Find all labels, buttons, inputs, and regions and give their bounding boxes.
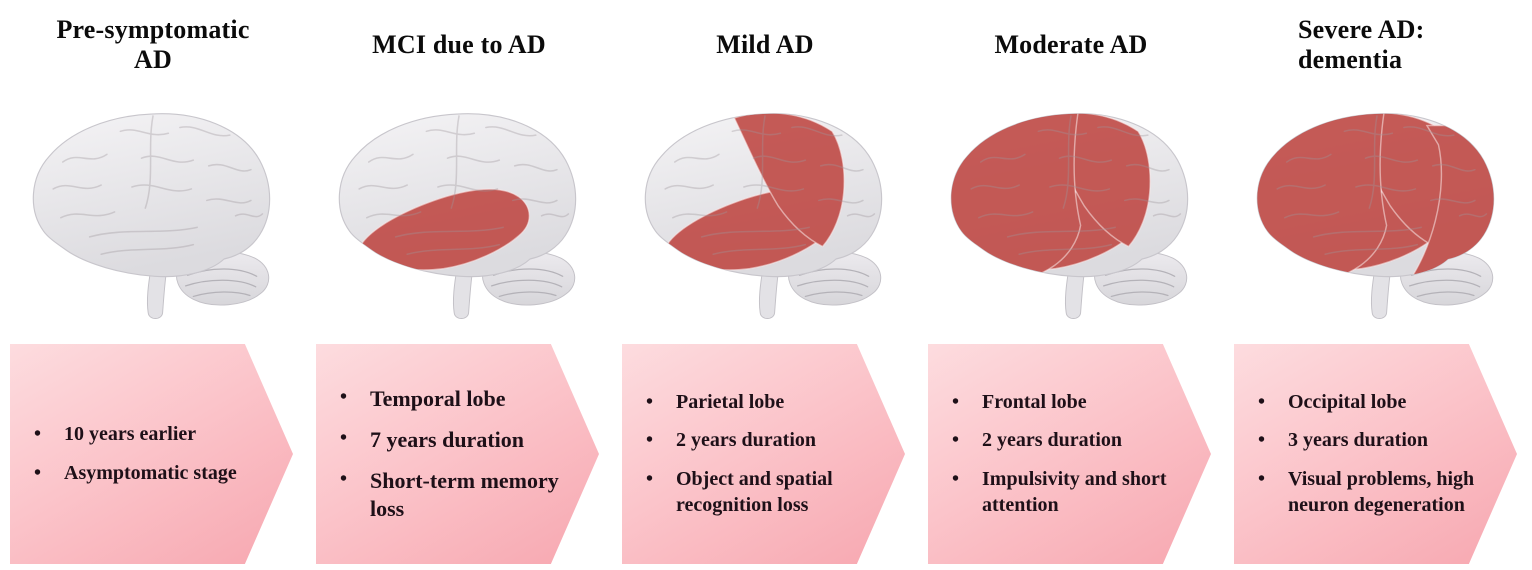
bullet-text: Frontal lobe [982,390,1087,413]
bullet-item: • Impulsivity and short attention [952,467,1179,518]
stage-title: MCI due to AD [372,29,546,59]
bullet-text: Asymptomatic stage [64,461,237,484]
brain-illustration-severe [1233,91,1521,331]
bullet-dot: • [646,429,654,452]
bullet-text: Object and spatial recognition loss [676,468,833,516]
bullet-list: • Occipital lobe • 3 years duration • Visua… [1258,377,1485,531]
brain-wrap [0,90,306,332]
bullet-list: • Temporal lobe • 7 years duration • Short-… [340,372,567,537]
brain-wrap [918,90,1224,332]
stage-title: Severe AD: dementia [1298,14,1425,74]
bullet-dot: • [952,468,960,490]
bullet-text: 10 years earlier [64,422,197,445]
stage-arrow: • Parietal lobe • 2 years duration • Object… [622,344,905,564]
brain-wrap [612,90,918,332]
stage-title: Mild AD [716,29,814,59]
bullet-item: • Occipital lobe [1258,390,1485,416]
bullet-dot: • [1258,390,1266,413]
bullet-text: Short-term memory loss [370,468,559,522]
bullet-text: Visual problems, high neuron degeneratio… [1288,468,1475,516]
stage-column-moderate: Moderate AD • Frontal lobe • 2 years durat… [918,0,1224,570]
bullet-dot: • [952,390,960,413]
bullet-item: • 2 years duration [646,428,873,454]
bullet-list: • 10 years earlier • Asymptomatic stage [34,409,261,499]
bullet-item: • Parietal lobe [646,390,873,416]
bullet-text: Impulsivity and short attention [982,468,1167,516]
bullet-dot: • [340,385,348,408]
stage-column-mci: MCI due to AD • Temporal lobe • 7 years du… [306,0,612,570]
bullet-dot: • [952,429,960,452]
stage-title: Pre-symptomatic AD [56,14,250,74]
bullet-list: • Parietal lobe • 2 years duration • Object… [646,377,873,531]
bullet-text: Parietal lobe [676,390,785,413]
brain-illustration-presymptomatic [9,91,297,331]
bullet-item: • 2 years duration [952,428,1179,454]
bullet-item: • Frontal lobe [952,390,1179,416]
bullet-text: 2 years duration [676,429,816,452]
stage-title-wrap: MCI due to AD [306,0,612,90]
bullet-dot: • [340,468,348,490]
bullet-text: Temporal lobe [370,385,506,411]
brain-illustration-mci [315,91,603,331]
stage-arrow: • 10 years earlier • Asymptomatic stage [10,344,293,564]
stage-column-presymptomatic: Pre-symptomatic AD • 10 years earlier • As… [0,0,306,570]
stage-column-severe: Severe AD: dementia • Occipital lobe • 3 y… [1224,0,1530,570]
brain-illustration-moderate [927,91,1215,331]
stage-title-wrap: Moderate AD [918,0,1224,90]
bullet-item: • 7 years duration [340,426,567,454]
brain-wrap [1224,90,1530,332]
bullet-item: • Short-term memory loss [340,467,567,523]
brain-illustration-mild [621,91,909,331]
bullet-dot: • [34,461,42,484]
bullet-item: • Asymptomatic stage [34,461,261,487]
bullet-dot: • [340,426,348,449]
stage-title: Moderate AD [994,29,1148,59]
bullet-item: • 3 years duration [1258,428,1485,454]
bullet-text: 7 years duration [370,426,524,452]
bullet-dot: • [646,468,654,490]
bullet-dot: • [34,422,42,445]
bullet-dot: • [646,390,654,413]
bullet-text: Occipital lobe [1288,390,1407,413]
bullet-text: 2 years duration [982,429,1122,452]
bullet-text: 3 years duration [1288,429,1428,452]
bullet-dot: • [1258,468,1266,490]
bullet-item: • Temporal lobe [340,385,567,413]
stage-arrow: • Occipital lobe • 3 years duration • Visua… [1234,344,1517,564]
bullet-item: • Visual problems, high neuron degenerati… [1258,467,1485,518]
stage-arrow: • Temporal lobe • 7 years duration • Short-… [316,344,599,564]
bullet-item: • Object and spatial recognition loss [646,467,873,518]
stage-title-wrap: Severe AD: dementia [1224,0,1530,90]
stage-column-mild: Mild AD • Parietal lobe • 2 years duration… [612,0,918,570]
bullet-list: • Frontal lobe • 2 years duration • Impulsi… [952,377,1179,531]
bullet-item: • 10 years earlier [34,422,261,448]
brain-wrap [306,90,612,332]
bullet-dot: • [1258,429,1266,452]
stage-title-wrap: Mild AD [612,0,918,90]
stage-arrow: • Frontal lobe • 2 years duration • Impulsi… [928,344,1211,564]
stage-title-wrap: Pre-symptomatic AD [0,0,306,90]
